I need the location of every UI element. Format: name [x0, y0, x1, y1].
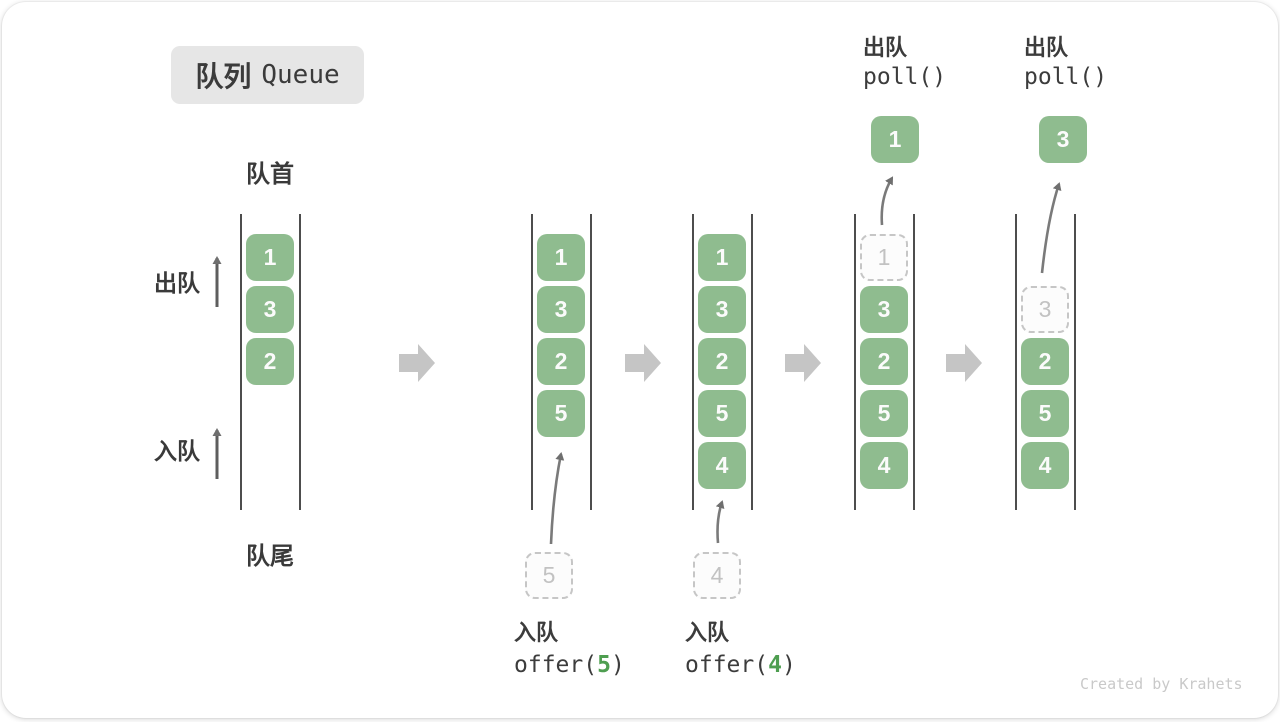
- queue-cell: 2: [1021, 338, 1069, 385]
- queue-cell: 2: [537, 338, 585, 385]
- poll-call: poll(): [863, 64, 947, 90]
- queue-cell: 3: [246, 286, 294, 333]
- poll-call: poll(): [1024, 64, 1108, 90]
- queue-cell: 4: [698, 442, 746, 489]
- label-queue-rear: 队尾: [246, 543, 294, 570]
- title-cn: 队列: [195, 61, 252, 92]
- queue-cell: 5: [698, 390, 746, 437]
- queue-cell: 2: [246, 338, 294, 385]
- label-queue-front: 队首: [246, 161, 294, 188]
- queue-cell: 5: [1021, 390, 1069, 437]
- poll-result-cell: 3: [1039, 116, 1087, 163]
- label-dequeue: 出队: [154, 270, 200, 296]
- credit-text: Created by Krahets: [1080, 675, 1243, 693]
- queue-cell: 1: [537, 234, 585, 281]
- queue-cell: 3: [698, 286, 746, 333]
- offer-arg: 4: [768, 652, 782, 678]
- offer-label-cn: 入队: [685, 620, 730, 645]
- poll-label-cn: 出队: [863, 35, 908, 60]
- queue-cell: 1: [860, 234, 908, 281]
- queue-cell: 2: [860, 338, 908, 385]
- queue-cell: 5: [860, 390, 908, 437]
- title-en: Queue: [261, 60, 340, 90]
- queue-state-5: 3 2 5 4: [1015, 214, 1076, 510]
- queue-state-2: 1 3 2 5: [531, 214, 592, 510]
- queue-cell: 3: [537, 286, 585, 333]
- poll-result-cell: 1: [871, 116, 919, 163]
- offer-arg: 5: [597, 652, 611, 678]
- queue-cell: 4: [860, 442, 908, 489]
- queue-cell: 1: [246, 234, 294, 281]
- offer-call: offer(4): [685, 652, 796, 678]
- queue-cell: 3: [1021, 286, 1069, 333]
- queue-state-3: 1 3 2 5 4: [692, 214, 753, 510]
- offer-call: offer(5): [514, 652, 625, 678]
- queue-cell: 2: [698, 338, 746, 385]
- queue-cell: 4: [1021, 442, 1069, 489]
- queue-cell: 3: [860, 286, 908, 333]
- label-enqueue: 入队: [154, 438, 200, 464]
- offer-label-cn: 入队: [514, 620, 559, 645]
- queue-state-1: 1 3 2: [240, 214, 301, 510]
- queue-cell: 1: [698, 234, 746, 281]
- enqueue-pending-cell: 4: [693, 552, 741, 599]
- queue-cell: 5: [537, 390, 585, 437]
- enqueue-pending-cell: 5: [525, 552, 573, 599]
- queue-state-4: 1 3 2 5 4: [854, 214, 915, 510]
- diagram-title: 队列 Queue: [171, 46, 364, 104]
- poll-label-cn: 出队: [1024, 35, 1069, 60]
